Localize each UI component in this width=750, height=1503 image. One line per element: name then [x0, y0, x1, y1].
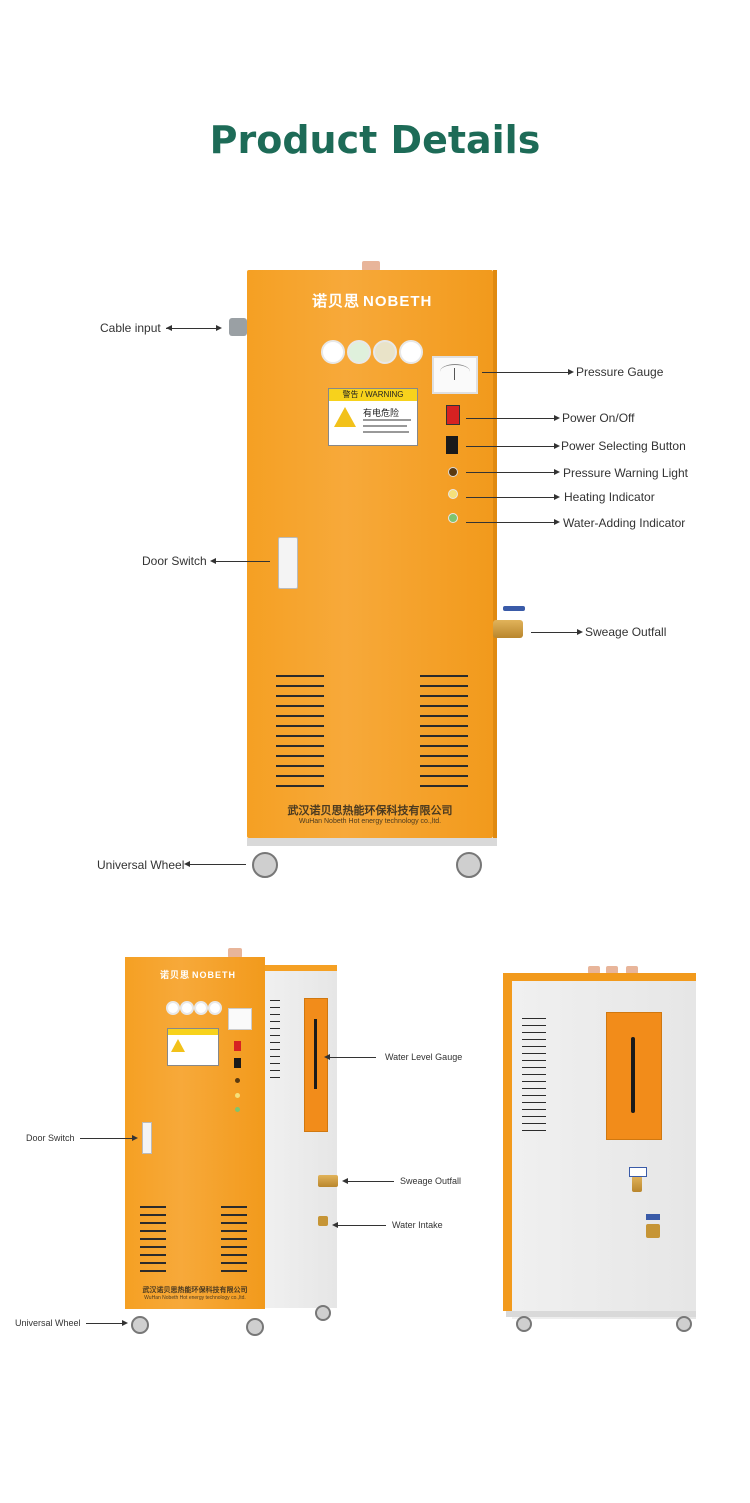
universal-wheel — [252, 852, 278, 878]
callout-water-intake: Water Intake — [392, 1220, 443, 1230]
water-adding-indicator-light — [448, 513, 458, 523]
callout-power-selecting-button: Power Selecting Button — [561, 439, 686, 453]
certification-badge — [180, 1001, 194, 1015]
certification-badge — [321, 340, 345, 364]
callout-water-level-gauge: Water Level Gauge — [385, 1052, 463, 1062]
arrow — [166, 325, 220, 331]
pressure-gauge — [432, 356, 478, 394]
callout-sweage-outfall: Sweage Outfall — [585, 625, 667, 639]
arrow — [80, 1135, 138, 1141]
warning-triangle-icon — [334, 407, 356, 427]
certification-badge — [347, 340, 371, 364]
sweage-outfall-valve — [493, 620, 523, 638]
arrow — [531, 629, 583, 635]
pressure-warning-light — [448, 467, 458, 477]
arrow — [210, 558, 270, 564]
cable-input-port — [229, 318, 247, 336]
arrow — [86, 1320, 128, 1326]
universal-wheel — [456, 852, 482, 878]
callout-water-adding-indicator: Water-Adding Indicator — [563, 516, 686, 530]
cabinet-side — [493, 270, 497, 838]
universal-wheel — [315, 1305, 331, 1321]
indicator-light — [235, 1093, 240, 1098]
warning-sign: 警告 / WARNING 有电危险 — [328, 388, 418, 446]
callout-heating-indicator: Heating Indicator — [564, 490, 655, 504]
top-pipe — [362, 261, 380, 271]
water-level-gauge — [606, 1012, 662, 1140]
callout-sweage-outfall: Sweage Outfall — [400, 1176, 462, 1186]
universal-wheel — [676, 1316, 692, 1332]
water-intake-port — [646, 1224, 660, 1238]
power-selecting-button[interactable] — [234, 1058, 241, 1068]
arrow — [466, 443, 560, 449]
callout-power-on-off: Power On/Off — [562, 411, 635, 425]
callout-cable-input: Cable input — [100, 321, 161, 335]
power-on-off-switch[interactable] — [446, 405, 460, 425]
callout-door-switch: Door Switch — [26, 1133, 75, 1143]
warning-text: 有电危险 — [363, 408, 400, 418]
certification-badge — [373, 340, 397, 364]
arrow — [466, 415, 560, 421]
arrow — [332, 1222, 386, 1228]
certification-badge — [208, 1001, 222, 1015]
indicator-light — [235, 1107, 240, 1112]
water-intake-port — [318, 1216, 328, 1226]
door-switch-handle[interactable] — [278, 537, 298, 589]
water-level-gauge — [304, 998, 328, 1132]
warning-sign — [167, 1028, 219, 1066]
cabinet-base — [247, 838, 497, 846]
heating-indicator-light — [448, 489, 458, 499]
callout-universal-wheel: Universal Wheel — [15, 1318, 81, 1328]
callout-pressure-gauge: Pressure Gauge — [576, 365, 664, 379]
certification-badge — [194, 1001, 208, 1015]
pressure-gauge — [228, 1008, 252, 1030]
arrow — [482, 369, 574, 375]
indicator-light — [235, 1078, 240, 1083]
callout-door-switch: Door Switch — [142, 554, 207, 568]
company-name: 武汉诺贝思热能环保科技有限公司 WuHan Nobeth Hot energy … — [287, 805, 453, 825]
arrow — [184, 861, 246, 867]
certification-badge — [399, 340, 423, 364]
certification-badge — [166, 1001, 180, 1015]
arrow — [342, 1178, 394, 1184]
page-title: Product Details — [209, 118, 541, 162]
warning-triangle-icon — [171, 1039, 185, 1052]
sweage-outfall-valve — [318, 1175, 338, 1187]
cabinet-rear-panel — [512, 973, 696, 1319]
arrow — [324, 1054, 376, 1060]
power-selecting-button[interactable] — [446, 436, 458, 454]
warning-header: 警告 / WARNING — [329, 389, 417, 401]
arrow — [466, 469, 560, 475]
universal-wheel — [131, 1316, 149, 1334]
callout-pressure-warning-light: Pressure Warning Light — [563, 466, 688, 480]
arrow — [166, 325, 222, 331]
company-name: 武汉诺贝思热能环保科技有限公司 WuHan Nobeth Hot energy … — [142, 1287, 248, 1301]
arrow — [466, 494, 560, 500]
sweage-outfall-valve — [632, 1176, 642, 1192]
arrow — [466, 519, 560, 525]
power-on-off-switch[interactable] — [234, 1041, 241, 1051]
cabinet-side — [503, 973, 512, 1311]
callout-universal-wheel: Universal Wheel — [97, 858, 185, 872]
universal-wheel — [246, 1318, 264, 1336]
door-switch-handle[interactable] — [142, 1122, 152, 1154]
universal-wheel — [516, 1316, 532, 1332]
